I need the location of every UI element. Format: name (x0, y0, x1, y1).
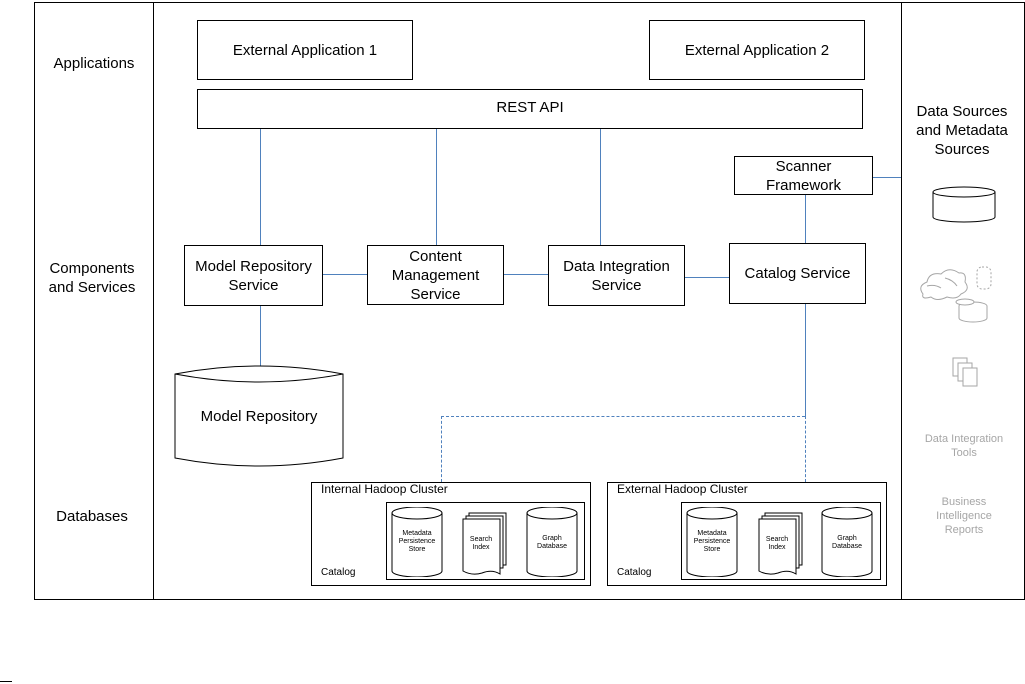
lane-label-components: Components and Services (48, 260, 136, 296)
right-lane-divider (901, 2, 902, 600)
internal-catalog-box (386, 502, 585, 580)
internal-graph-database-label: Graph Database (537, 535, 567, 550)
external-hadoop-cluster (607, 482, 887, 586)
dashed-connector-horizontal (441, 416, 805, 417)
internal-metadata-store-icon (391, 507, 443, 577)
external-search-index-label: Search Index (765, 536, 789, 551)
dashed-connector-to-external-cluster (805, 416, 806, 482)
external-catalog-box (681, 502, 881, 580)
external-search-index-icon (758, 512, 803, 575)
connector-rest-to-content-mgmt (436, 129, 437, 245)
connector-content-mgmt-to-data-integration (504, 274, 548, 275)
external-metadata-store-icon (686, 507, 738, 577)
model-repository-label: Model Repository (200, 408, 318, 425)
scanner-framework-box: Scanner Framework (734, 156, 873, 195)
content-management-service-box: Content Management Service (367, 245, 504, 305)
external-application-2-box: External Application 2 (649, 20, 865, 80)
lane-label-applications: Applications (53, 55, 135, 72)
external-graph-database-label: Graph Database (832, 535, 862, 550)
internal-metadata-store-label: Metadata Persistence Store (398, 530, 436, 553)
data-integration-tools-icon (952, 357, 978, 387)
connector-model-repo-to-content-mgmt (322, 274, 367, 275)
connector-scanner-to-sources (873, 177, 901, 178)
connector-model-repo-service-to-db (260, 306, 261, 366)
cloud-and-storage-icon (920, 266, 992, 323)
data-source-database-icon (932, 186, 996, 223)
internal-search-index-icon (462, 512, 507, 575)
internal-catalog-label: Catalog (321, 567, 356, 578)
dashed-connector-to-internal-cluster (441, 416, 442, 482)
internal-graph-database-icon (526, 507, 578, 577)
data-integration-service-box: Data Integration Service (548, 245, 685, 306)
catalog-service-box: Catalog Service (729, 243, 866, 304)
lane-label-databases: Databases (56, 508, 128, 525)
internal-hadoop-cluster (311, 482, 591, 586)
model-repository-database-shape (174, 365, 344, 467)
connector-catalog-down (805, 304, 806, 416)
connector-rest-to-model-repo-service (260, 129, 261, 245)
rest-api-box: REST API (197, 89, 863, 129)
page-artifact-dash (0, 681, 12, 682)
external-graph-database-icon (821, 507, 873, 577)
data-sources-title: Data Sources and Metadata Sources (916, 103, 1008, 158)
external-cluster-title: External Hadoop Cluster (617, 482, 748, 496)
model-repository-service-box: Model Repository Service (184, 245, 323, 306)
external-application-1-box: External Application 1 (197, 20, 413, 80)
business-intelligence-reports-label: Business Intelligence Reports (936, 496, 992, 536)
data-integration-tools-label: Data Integration Tools (924, 433, 1004, 459)
connector-scanner-to-catalog (805, 195, 806, 243)
internal-cluster-title: Internal Hadoop Cluster (321, 482, 448, 496)
internal-search-index-label: Search Index (469, 536, 493, 551)
connector-rest-to-data-integration (600, 129, 601, 245)
connector-data-integration-to-catalog (685, 277, 729, 278)
external-metadata-store-label: Metadata Persistence Store (693, 530, 731, 553)
external-catalog-label: Catalog (617, 567, 652, 578)
left-lane-divider (153, 2, 154, 600)
